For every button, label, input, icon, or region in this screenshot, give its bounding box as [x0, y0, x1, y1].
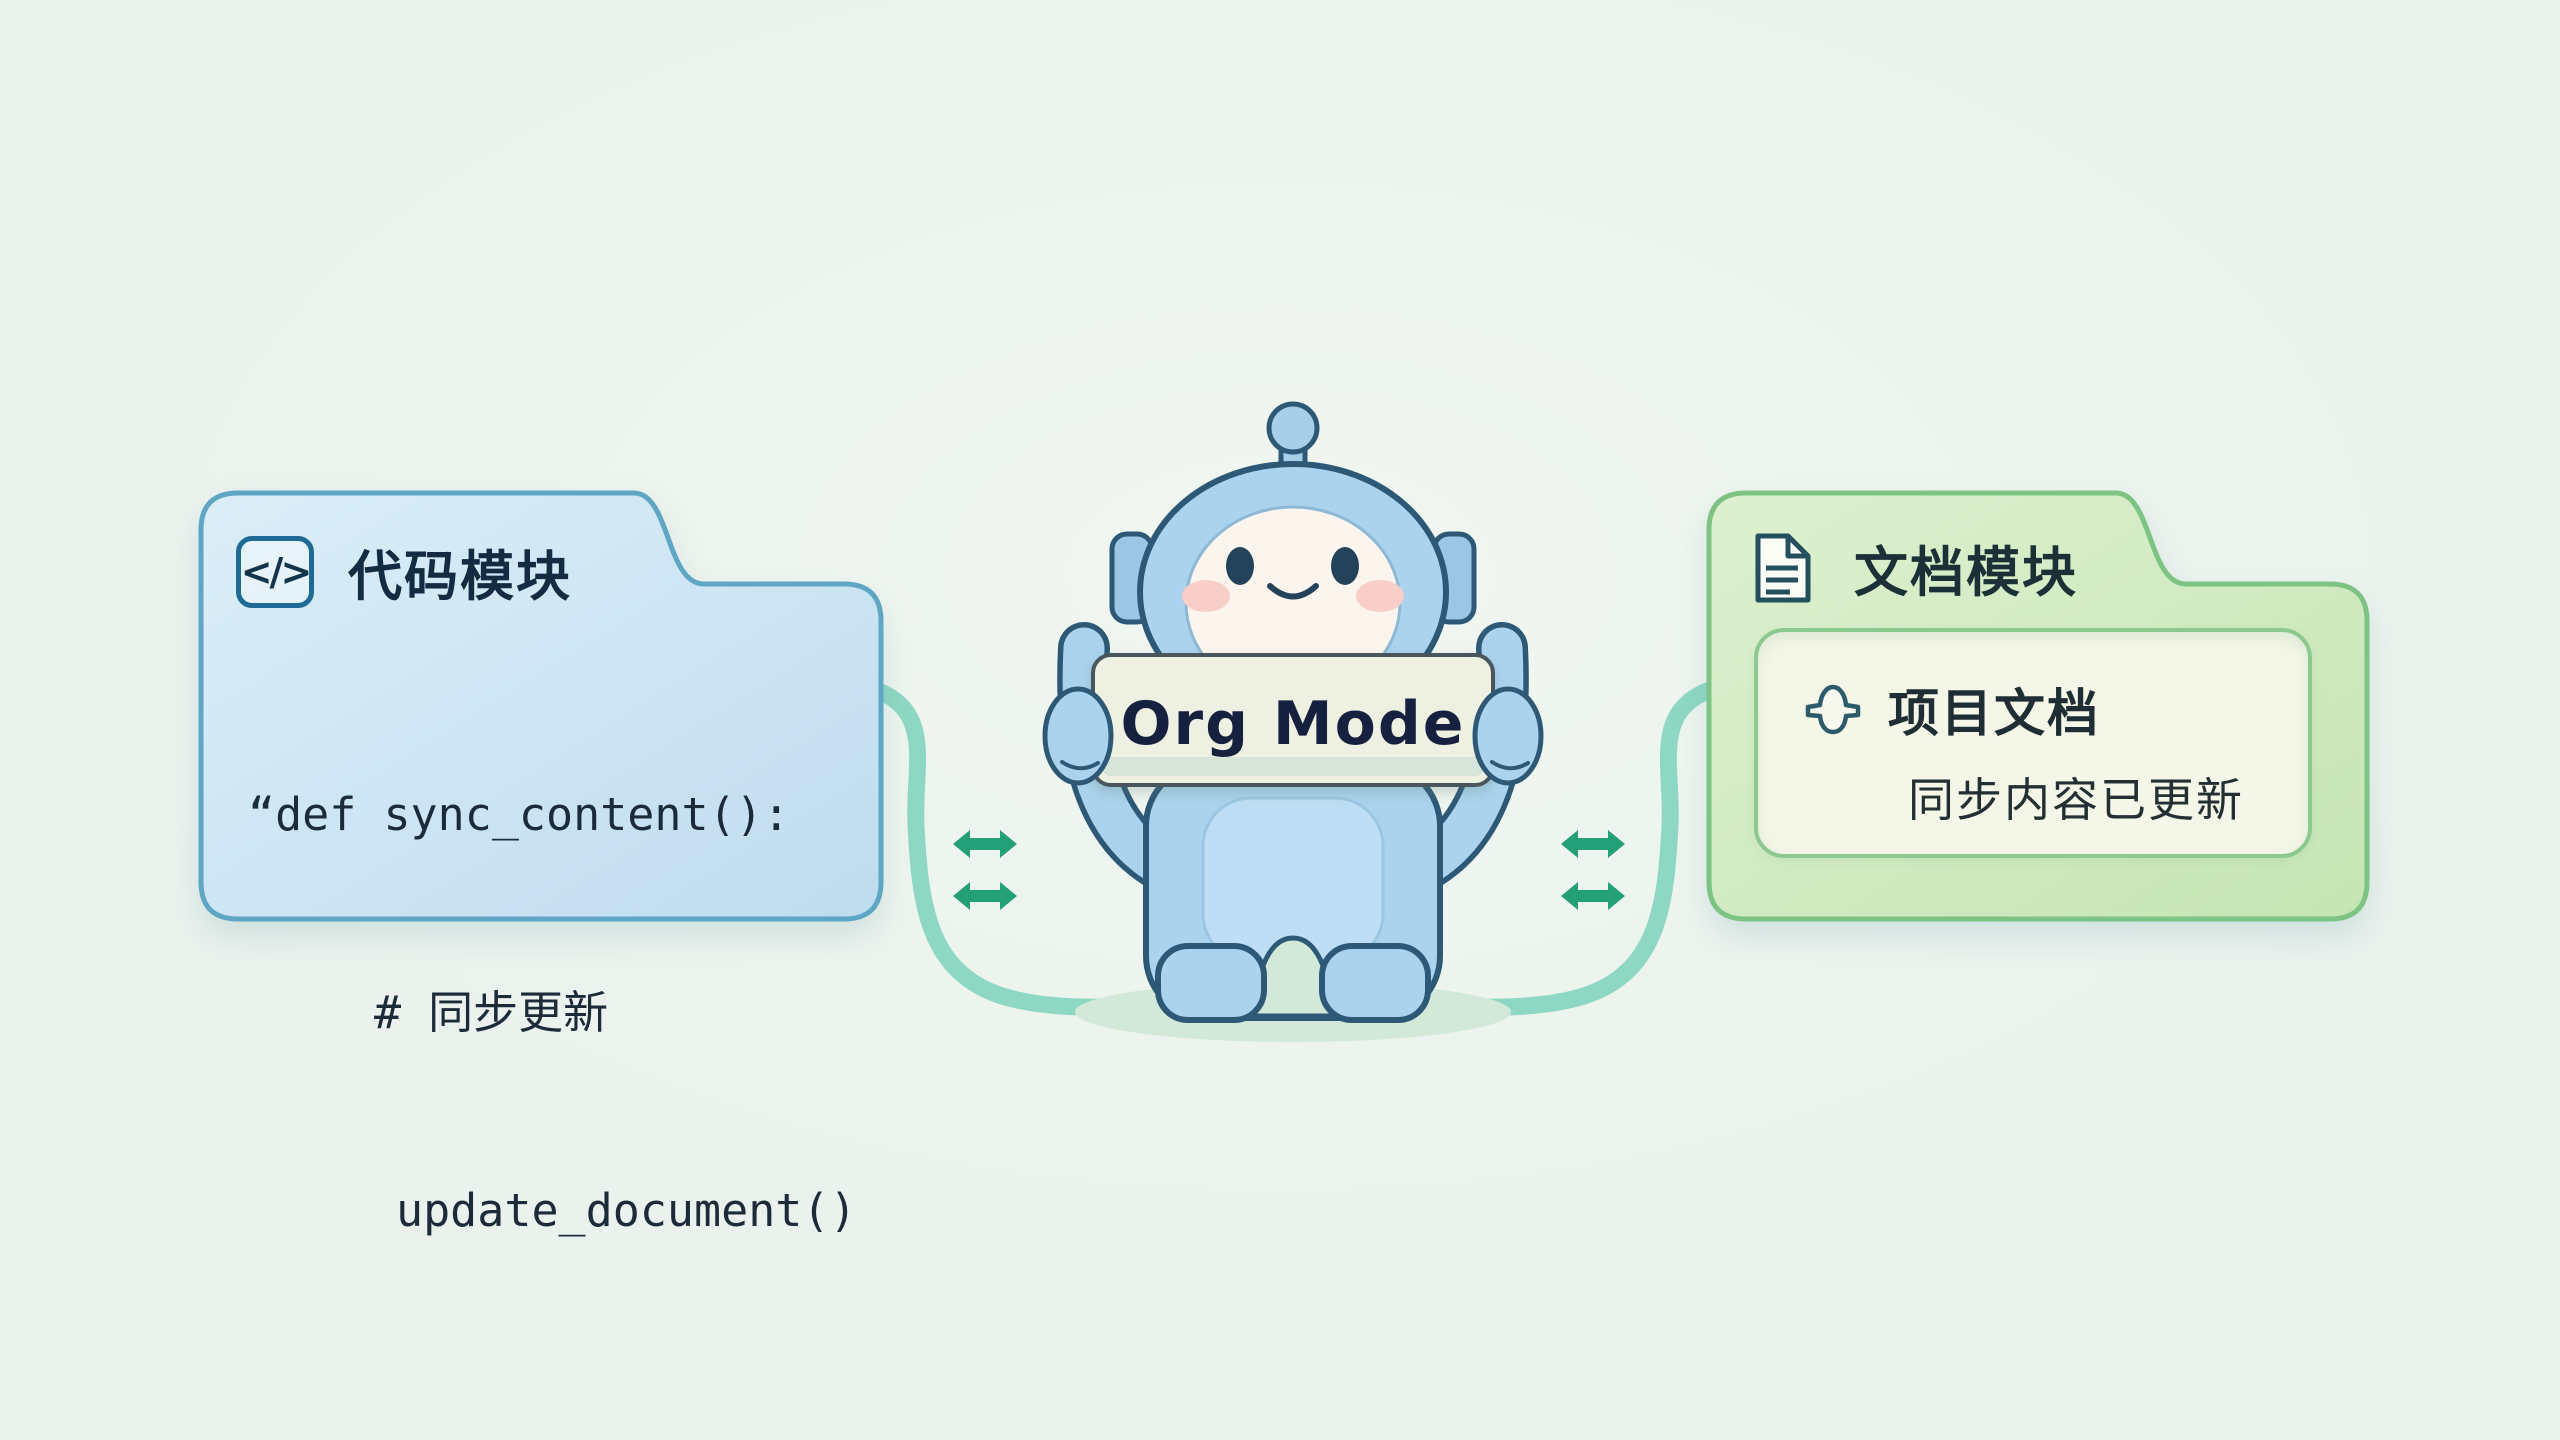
- fist-right: [1472, 686, 1544, 786]
- fist-left-thumb: [1060, 760, 1100, 771]
- sign-label: Org Mode: [1120, 689, 1465, 759]
- foot-right: [1319, 943, 1431, 1023]
- card-title: 项目文档: [1888, 685, 2101, 744]
- code-panel-title: 代码模块: [348, 545, 572, 608]
- code-line: # 同步更新: [374, 986, 609, 1039]
- sync-arrows-right-2-icon: [1561, 882, 1625, 910]
- eye-left: [1226, 547, 1254, 585]
- document-panel-title: 文档模块: [1854, 541, 2078, 604]
- code-line: “def sync_content():: [248, 788, 790, 841]
- sync-arrows-left-2-icon: [953, 882, 1017, 910]
- foot-left: [1155, 943, 1267, 1023]
- code-module-panel: </> 代码模块 “def sync_content(): # 同步更新 upd…: [196, 488, 886, 1237]
- cheek-left: [1182, 580, 1230, 612]
- code-panel-folder-shape: [198, 490, 884, 922]
- project-document-card: 项目文档 同步内容已更新: [1754, 628, 2312, 858]
- cheek-right: [1356, 580, 1404, 612]
- code-line: update_document(): [396, 1184, 857, 1237]
- sign-board: Org Mode: [1091, 653, 1495, 787]
- fist-right-thumb: [1490, 760, 1530, 771]
- robot-hands: [1042, 686, 1544, 786]
- document-module-panel: 文档模块 项目文档 同步内容已更新: [1704, 488, 2372, 924]
- card-status-text: 同步内容已更新: [1908, 773, 2244, 827]
- eye-right: [1331, 547, 1359, 585]
- code-icon: </>: [236, 535, 314, 608]
- sign-bottom-strip: [1102, 757, 1484, 776]
- sync-arrows-right-1-icon: [1561, 830, 1625, 858]
- fist-left: [1042, 686, 1114, 786]
- antenna-ball: [1266, 401, 1320, 455]
- sync-arrows-left-1-icon: [953, 830, 1017, 858]
- code-snippet: “def sync_content(): # 同步更新 update_docum…: [248, 650, 857, 1376]
- document-icon: [1755, 533, 1811, 602]
- smile: [1267, 583, 1319, 600]
- sync-arrow-icon: [1805, 684, 1861, 735]
